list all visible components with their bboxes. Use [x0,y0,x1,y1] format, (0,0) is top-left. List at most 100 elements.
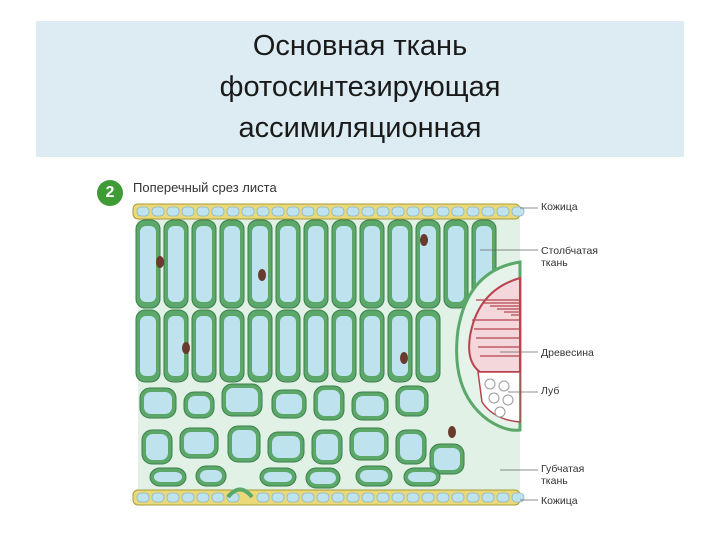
spongy-vacuole [144,392,172,414]
palisade-vacuole [224,316,240,376]
epidermis-cell [391,492,405,503]
spongy-vacuole [146,434,168,460]
palisade-vacuole [392,316,408,376]
epidermis-cell [136,206,150,217]
title-line-3: ассимиляционная [238,112,482,144]
epidermis-cell [451,492,465,503]
epidermis-cell [361,206,375,217]
palisade-vacuole [336,316,352,376]
epidermis-cell [331,492,345,503]
palisade-vacuole [252,316,268,376]
spongy-vacuole [232,430,256,458]
spongy-vacuole [360,470,388,482]
epidermis-cell [511,492,525,503]
epidermis-cell [301,206,315,217]
cell-nucleus [258,269,266,281]
label-palisade-2: ткань [541,257,568,269]
cell-nucleus [156,256,164,268]
epidermis-cell [256,206,270,217]
epidermis-cell [151,206,165,217]
palisade-vacuole [364,226,380,302]
epidermis-cell [271,492,285,503]
palisade-vacuole [140,226,156,302]
figure-number-badge: 2 [97,180,123,206]
phloem-cell [498,380,510,392]
epidermis-cell [211,492,225,503]
epidermis-cell [166,492,180,503]
phloem-cell [502,394,514,406]
epidermis-cell [286,492,300,503]
phloem-cell [488,392,500,404]
cell-nucleus [448,426,456,438]
epidermis-cell [406,492,420,503]
epidermis-cell [346,492,360,503]
spongy-vacuole [408,472,436,482]
spongy-vacuole [400,434,422,460]
cell-nucleus [420,234,428,246]
spongy-vacuole [272,436,300,458]
epidermis-cell [481,492,495,503]
stoma [226,487,254,499]
spongy-vacuole [184,432,214,454]
spongy-vacuole [276,394,302,414]
palisade-vacuole [252,226,268,302]
epidermis-cell [436,492,450,503]
epidermis-cell [466,492,480,503]
epidermis-cell [451,206,465,217]
cell-nucleus [400,352,408,364]
spongy-vacuole [154,472,182,482]
palisade-vacuole [280,316,296,376]
label-phloem: Луб [541,385,559,397]
epidermis-cell [496,492,510,503]
diagram-labels: Кожица Столбчатая ткань Древесина Луб Гу… [541,201,598,507]
epidermis-cell [151,492,165,503]
palisade-vacuole [420,316,436,376]
palisade-vacuole [280,226,296,302]
palisade-vacuole [364,316,380,376]
title-box: Основная ткань фотосинтезирующая ассимил… [36,21,684,157]
label-spongy-2: ткань [541,475,568,487]
epidermis-cell [256,492,270,503]
epidermis-cell [181,492,195,503]
palisade-vacuole [140,316,156,376]
spongy-vacuole [226,388,258,412]
epidermis-cell [331,206,345,217]
phloem-cell [484,378,496,390]
epidermis-cell [211,206,225,217]
label-palisade-1: Столбчатая [541,245,598,257]
spongy-vacuole [318,390,340,416]
spongy-vacuole [400,390,424,412]
epidermis-cell [241,206,255,217]
epidermis-cell [391,206,405,217]
phloem-cell [494,406,506,418]
palisade-vacuole [448,226,464,302]
leaf-section [132,203,538,512]
palisade-vacuole [308,316,324,376]
epidermis-cell [406,206,420,217]
epidermis-cell [376,206,390,217]
epidermis-cell [316,206,330,217]
palisade-vacuole [224,226,240,302]
label-epidermis-top: Кожица [541,201,578,213]
cell-nucleus [182,342,190,354]
spongy-vacuole [354,432,384,456]
title-line-1: Основная ткань [252,30,468,62]
spongy-vacuole [310,472,336,484]
spongy-vacuole [200,470,222,482]
palisade-vacuole [168,316,184,376]
epidermis-cell [286,206,300,217]
figure-caption: Поперечный срез листа [133,180,277,195]
epidermis-cell [226,206,240,217]
palisade-vacuole [196,316,212,376]
epidermis-cell [436,206,450,217]
epidermis-cell [316,492,330,503]
xylem [468,276,521,373]
epidermis-cell [421,206,435,217]
spongy-vacuole [316,434,338,460]
label-spongy-1: Губчатая [541,463,584,475]
epidermis-cell [166,206,180,217]
epidermis-cell [136,492,150,503]
title-line-2: фотосинтезирующая [219,71,501,103]
label-xylem: Древесина [541,347,594,359]
epidermis-cell [481,206,495,217]
